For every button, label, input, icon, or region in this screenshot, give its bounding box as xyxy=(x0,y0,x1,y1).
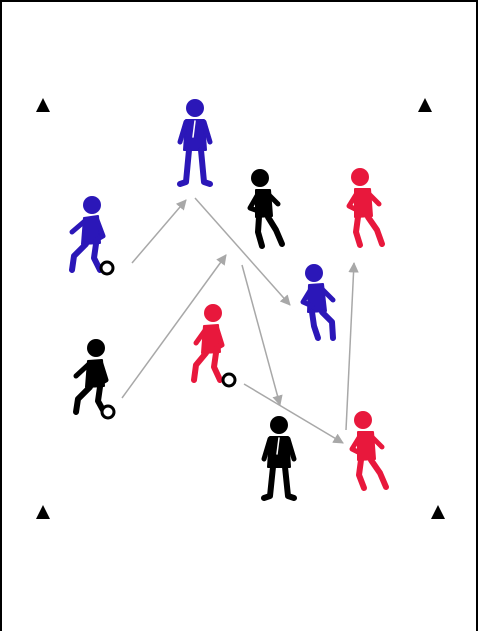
ball-red xyxy=(221,372,237,388)
player-black-runner xyxy=(247,169,285,249)
player-red-dribbler xyxy=(191,304,225,383)
pass-arrow-blue-dribbler-to-blue-standing xyxy=(131,199,187,264)
pass-arrow-red-dribbler-to-red-runner-bottom xyxy=(243,383,344,444)
cone-bottom-left xyxy=(36,505,50,519)
ball-blue xyxy=(99,260,115,276)
player-blue-dribbler xyxy=(69,196,106,273)
pass-arrow-black-dribbler-to-center xyxy=(121,254,227,399)
player-blue-standing xyxy=(177,99,213,187)
player-blue-runner xyxy=(300,264,336,341)
cone-bottom-right xyxy=(431,505,445,519)
ball-black xyxy=(100,404,116,420)
pass-arrow-center-to-black-standing xyxy=(241,264,283,407)
cone-top-left xyxy=(36,98,50,112)
player-red-runner-bottom xyxy=(349,411,389,491)
pass-arrow-red-runner-bottom-to-red-runner-top xyxy=(345,261,359,431)
player-red-runner-top xyxy=(346,168,385,248)
pass-arrow-blue-standing-to-blue-runner xyxy=(194,197,291,306)
player-black-dribbler xyxy=(73,339,109,415)
cone-top-right xyxy=(418,98,432,112)
player-black-standing xyxy=(261,416,297,501)
